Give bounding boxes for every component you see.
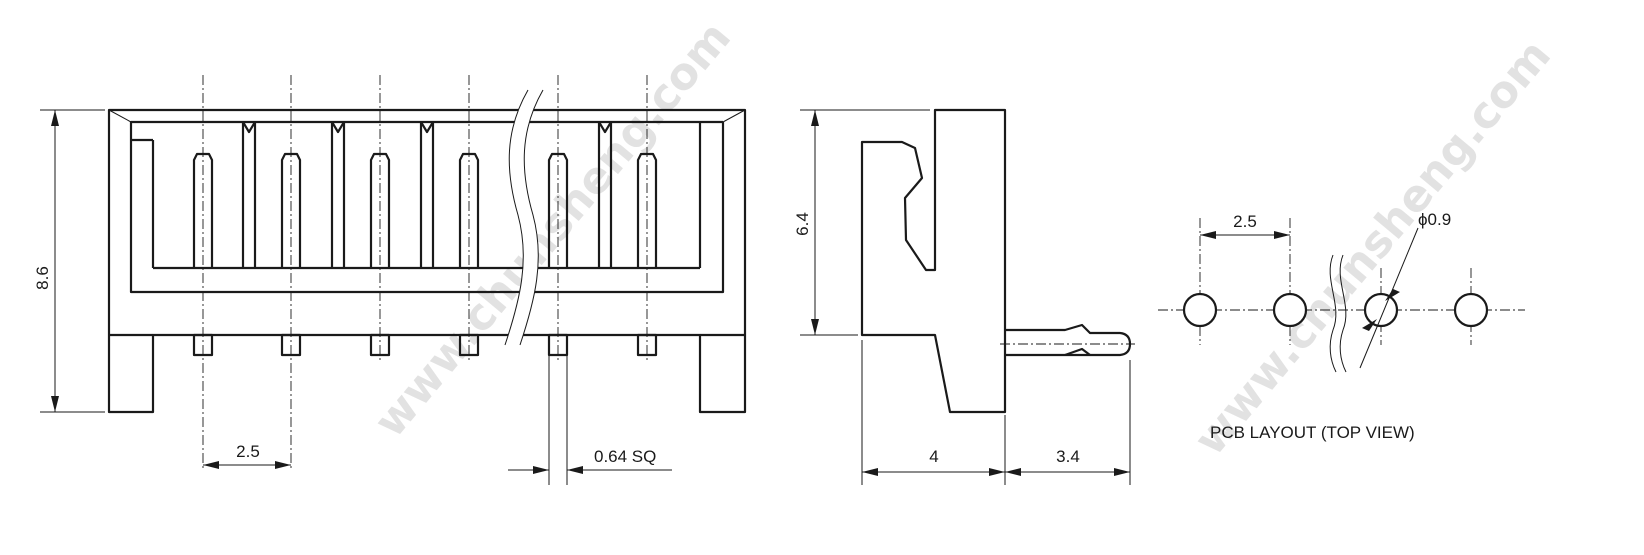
watermark-right: www.chunsheng.com [1184,30,1561,465]
dim-front-pinsize-label: 0.64 SQ [594,447,656,466]
front-pin-centerlines [202,75,648,470]
front-pin-stubs [192,333,658,357]
dim-side-height-label: 6.4 [793,212,812,236]
dim-side-depth-label: 4 [929,447,938,466]
front-view: 8.6 2.5 0.64 SQ [33,75,747,485]
pcb-layout-title: PCB LAYOUT (TOP VIEW) [1210,423,1415,442]
dim-front-height-label: 8.6 [33,266,52,290]
side-view: 6.4 4 3.4 [793,108,1135,485]
dim-front-pitch-label: 2.5 [236,442,260,461]
pcb-break-lines [1329,254,1347,373]
dim-side-pinlength-label: 3.4 [1056,447,1080,466]
front-housing [107,108,747,414]
pcb-hole [1272,292,1308,328]
pcb-layout: 2.5 ϕ0.9 PCB LAYOUT (TOP VIEW) [1158,210,1525,442]
side-housing [860,108,1007,414]
dim-pcb-pitch-label: 2.5 [1233,212,1257,231]
watermark-group: www.chunsheng.com www.chunsheng.com [364,12,1561,465]
dim-front-height: 8.6 [33,109,105,413]
dim-side-pinlength: 3.4 [1005,360,1131,485]
dim-pcb-pitch: 2.5 [1200,212,1290,239]
dim-side-height: 6.4 [793,109,930,336]
dim-front-pitch: 2.5 [203,442,291,469]
pcb-hole [1453,292,1489,328]
front-pins [192,152,658,268]
dim-pcb-hole: ϕ0.9 [1359,210,1451,369]
front-break-lines [504,89,544,346]
pcb-hole [1363,292,1399,328]
side-pin [1000,323,1135,357]
dim-side-depth: 4 [861,340,1006,485]
pcb-holes [1182,292,1489,328]
dim-pcb-hole-label: ϕ0.9 [1418,210,1451,229]
dim-front-pinsize: 0.64 SQ [508,355,672,485]
pcb-hole [1182,292,1218,328]
